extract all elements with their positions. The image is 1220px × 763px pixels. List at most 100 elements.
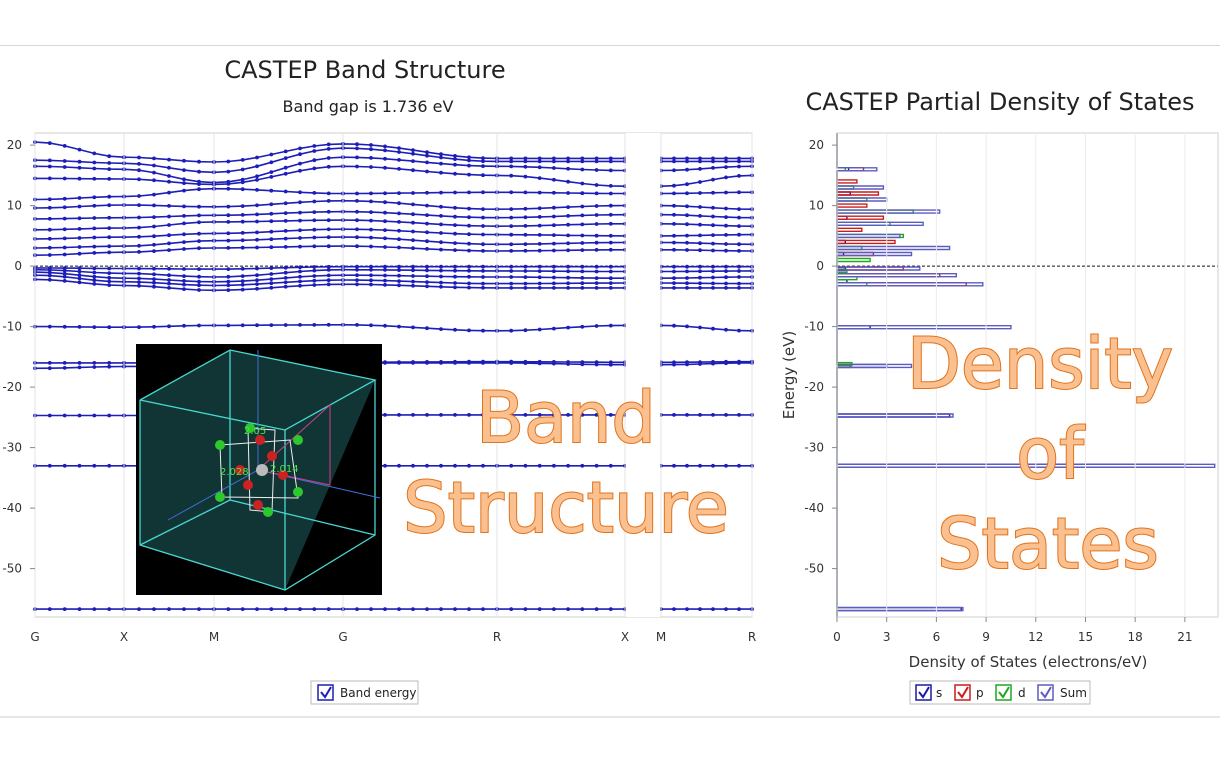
band-point [298,200,302,205]
band-point [580,324,585,329]
band-point [608,463,613,468]
band-x-tick-label: M [209,630,219,644]
band-point [481,224,485,228]
band-line [34,271,625,283]
band-point [411,268,415,273]
band-point [92,266,97,271]
band-point [397,167,401,171]
band-point [467,285,471,290]
band-point [523,224,528,228]
legend-checkbox-p[interactable] [954,684,971,701]
band-point [383,245,387,249]
band-point [167,174,171,178]
band-point [537,156,542,161]
band-point [326,282,331,287]
band-point [685,240,689,245]
band-x-tick-label: G [338,630,347,644]
band-point [711,223,715,228]
band-point [523,286,528,290]
band-legend-checkbox[interactable] [317,684,334,701]
pdos-x-tick-label: 6 [933,630,941,644]
band-point [62,196,67,201]
band-point [711,360,715,364]
band-point [580,360,585,364]
band-point [369,191,373,196]
band-point [62,236,67,241]
band-point [369,278,373,283]
band-point [711,281,715,286]
band-point [523,190,528,195]
band-point [509,164,514,169]
band-point [580,241,585,245]
band-point [355,146,359,151]
band-x-tick-label: G [30,630,39,644]
band-point [326,264,331,269]
legend-checkbox-d[interactable] [995,684,1012,701]
band-line [660,324,753,332]
band-point [255,212,259,217]
band-point [737,281,741,286]
band-point [439,222,443,227]
band-y-tick-label: -30 [2,441,22,455]
band-x-tick-label: X [621,630,629,644]
band-x-tick-label: X [120,630,128,644]
overlay-states-word: States [937,503,1159,585]
band-point [137,607,141,611]
band-point [580,213,585,218]
band-point [698,214,702,218]
band-point [580,167,585,172]
band-point [724,275,728,280]
band-point [326,142,331,147]
pdos-x-tick-label: 18 [1128,630,1143,644]
band-point [411,159,415,164]
band-point [369,156,373,160]
band-point [724,264,728,269]
band-point [355,244,359,249]
band-point [137,271,141,276]
band-point [197,179,201,184]
legend-checkbox-sum[interactable] [1037,684,1054,701]
band-point [537,281,542,286]
band-point [685,156,689,161]
band-point [672,233,676,238]
band-point [312,283,317,287]
band-point [182,168,186,173]
band-point [425,274,429,279]
band-point [509,207,514,212]
band-point [107,235,112,240]
band-point [481,269,485,273]
band-point [77,607,82,611]
band-point [608,286,613,290]
band-point [523,206,528,211]
band-point [672,264,676,269]
band-point [182,274,186,278]
band-point [672,286,676,290]
band-point [383,264,387,269]
band-chart-subtitle: Band gap is 1.736 eV [283,97,454,116]
band-point [77,251,82,256]
band-point [47,158,52,163]
band-point [481,275,485,279]
band-line [34,265,625,270]
band-point [240,287,245,292]
band-point [552,463,556,468]
band-point [47,227,52,232]
band-point [552,326,556,331]
band-point [737,607,741,611]
band-point [269,607,274,611]
band-point [509,264,514,269]
band-point [226,283,231,288]
legend-checkbox-s[interactable] [915,684,932,701]
band-point [737,190,741,195]
band-point [62,361,67,365]
band-point [269,277,274,281]
band-line [661,360,752,364]
band-point [453,162,457,167]
band-point [355,267,359,272]
band-point [523,264,528,269]
band-point [107,154,112,159]
band-point [737,242,741,247]
